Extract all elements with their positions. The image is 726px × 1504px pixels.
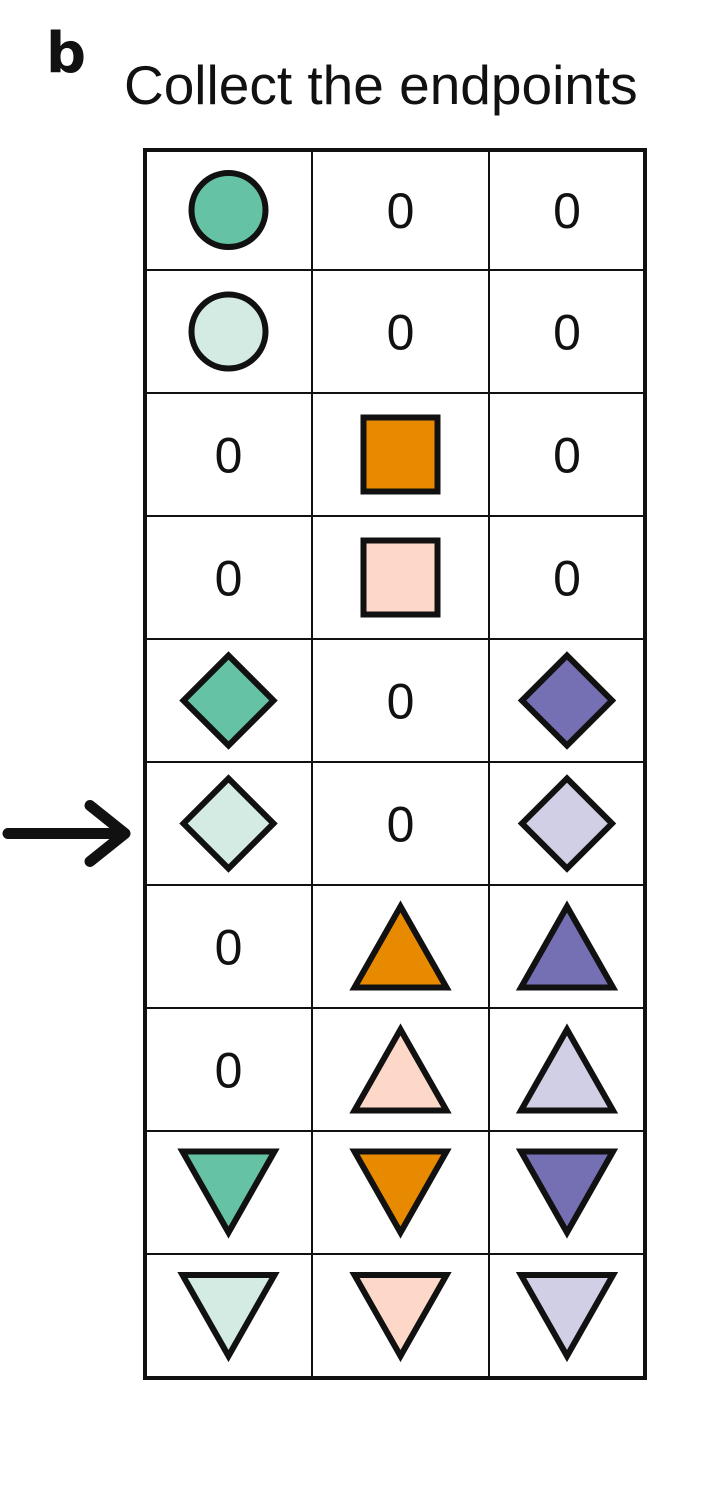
grid-cell bbox=[349, 1148, 452, 1239]
triangle-up-marker bbox=[349, 1023, 452, 1114]
grid-cell: 0 bbox=[215, 551, 243, 607]
grid-cell bbox=[188, 291, 269, 372]
arrow-head bbox=[84, 800, 131, 867]
cell-value: 0 bbox=[387, 674, 415, 730]
grid-cell: 0 bbox=[387, 183, 415, 239]
square-marker bbox=[360, 414, 441, 495]
grid-cell bbox=[515, 1272, 619, 1363]
grid-cell: 0 bbox=[553, 305, 581, 361]
triangle-up-marker bbox=[349, 900, 452, 991]
triangle-down-marker bbox=[177, 1272, 280, 1363]
cell-value: 0 bbox=[553, 428, 581, 484]
grid-cell: 0 bbox=[553, 183, 581, 239]
grid-cell bbox=[177, 1148, 280, 1239]
cell-value: 0 bbox=[215, 1043, 243, 1099]
cell-value: 0 bbox=[553, 183, 581, 239]
cell-value: 0 bbox=[387, 797, 415, 853]
triangle-down-marker bbox=[349, 1148, 452, 1239]
triangle-up-marker bbox=[515, 900, 619, 991]
cell-value: 0 bbox=[553, 305, 581, 361]
cell-value: 0 bbox=[215, 920, 243, 976]
triangle-down-marker bbox=[349, 1272, 452, 1363]
grid-cell bbox=[517, 774, 617, 873]
grid-cell: 0 bbox=[553, 551, 581, 607]
diamond-marker bbox=[517, 774, 617, 873]
cell-value: 0 bbox=[387, 183, 415, 239]
diamond-marker bbox=[179, 651, 278, 750]
panel-label: b bbox=[46, 21, 87, 86]
triangle-down-marker bbox=[515, 1148, 619, 1239]
grid-cell bbox=[515, 900, 619, 991]
circle-marker bbox=[188, 291, 269, 372]
diamond-marker bbox=[517, 651, 617, 750]
grid-cell bbox=[517, 651, 617, 750]
cell-value: 0 bbox=[215, 428, 243, 484]
grid-lines bbox=[143, 148, 647, 1380]
grid-cell bbox=[188, 170, 269, 250]
grid-cell bbox=[515, 1148, 619, 1239]
grid-cell bbox=[515, 1023, 619, 1114]
figure-title: Collect the endpoints bbox=[124, 54, 638, 116]
grid-cell: 0 bbox=[215, 920, 243, 976]
diamond-marker bbox=[179, 774, 278, 873]
right-arrow-icon bbox=[2, 800, 131, 867]
grid-cell bbox=[360, 414, 441, 495]
triangle-down-marker bbox=[515, 1272, 619, 1363]
cell-value: 0 bbox=[387, 305, 415, 361]
grid-cell bbox=[349, 1272, 452, 1363]
grid-cell bbox=[179, 651, 278, 750]
grid-cell: 0 bbox=[553, 428, 581, 484]
triangle-up-marker bbox=[515, 1023, 619, 1114]
circle-marker bbox=[188, 170, 269, 250]
grid-cell: 0 bbox=[387, 674, 415, 730]
grid-cell: 0 bbox=[387, 797, 415, 853]
cell-value: 0 bbox=[215, 551, 243, 607]
grid-cell bbox=[179, 774, 278, 873]
cell-value: 0 bbox=[553, 551, 581, 607]
grid-cells: 0 0 0 0 0 0 0 0 0 0 0 0 bbox=[177, 170, 619, 1363]
grid-cell bbox=[177, 1272, 280, 1363]
grid-frame bbox=[143, 148, 647, 1380]
grid-cell bbox=[349, 900, 452, 991]
grid-cell: 0 bbox=[215, 1043, 243, 1099]
triangle-down-marker bbox=[177, 1148, 280, 1239]
grid-cell: 0 bbox=[387, 305, 415, 361]
grid-cell bbox=[360, 537, 441, 618]
square-marker bbox=[360, 537, 441, 618]
grid-cell: 0 bbox=[215, 428, 243, 484]
grid-cell bbox=[349, 1023, 452, 1114]
